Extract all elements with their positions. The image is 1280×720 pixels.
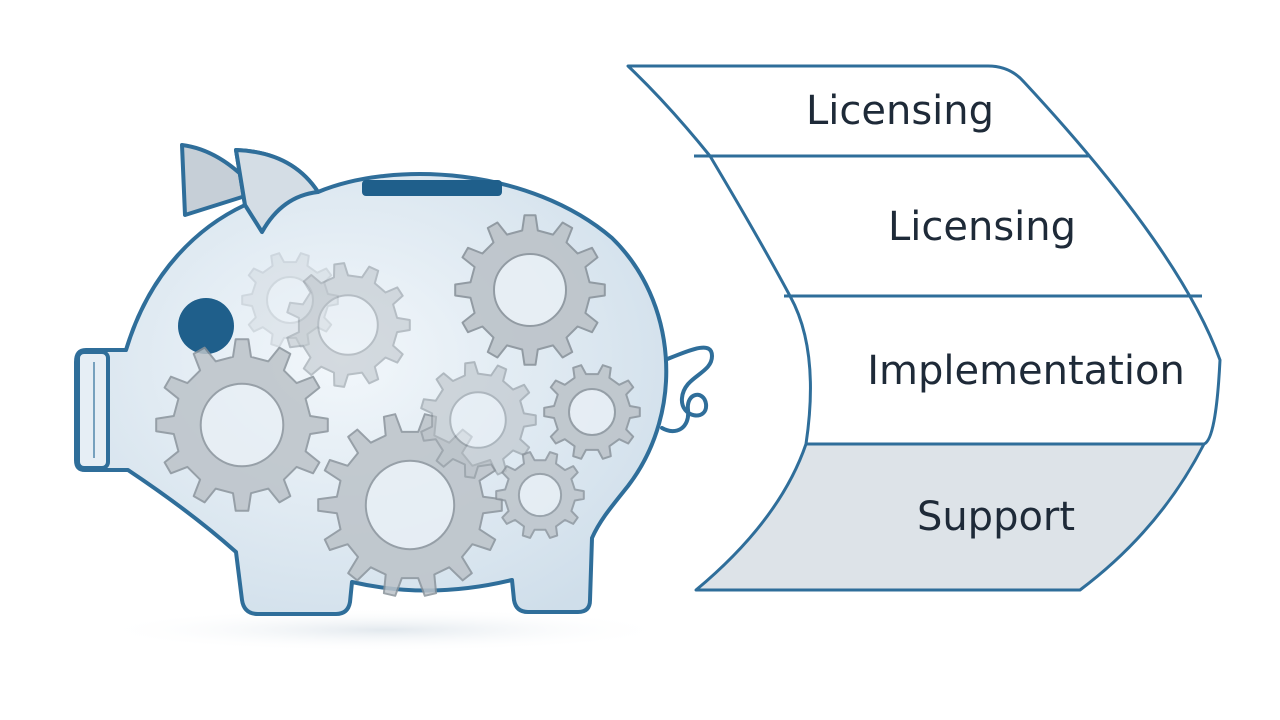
gear-hole [317, 294, 379, 356]
gear-icon [543, 364, 641, 460]
gear-icon [495, 451, 585, 539]
band-4-fill [696, 444, 1204, 590]
coin-slot [362, 180, 502, 196]
gear-hole [568, 388, 616, 436]
pig-front-ear [234, 148, 320, 234]
gear-hole [493, 253, 567, 327]
band-label-4: Support [917, 494, 1075, 540]
gear-teeth [241, 252, 339, 348]
piggy-bank-icon [74, 143, 715, 616]
pig-eye [178, 298, 234, 354]
gear-hole [517, 472, 563, 518]
gears-group [155, 214, 641, 597]
gear-hole [449, 391, 507, 449]
gear-hole [199, 382, 285, 468]
gear-icon [241, 252, 339, 348]
band-label-2: Licensing [888, 204, 1076, 250]
gear-icon [286, 262, 411, 388]
gear-hole [266, 276, 314, 324]
gear-icon [420, 361, 537, 479]
band-label-3: Implementation [867, 348, 1185, 394]
gear-icon [155, 338, 329, 512]
pig-tail [660, 345, 715, 434]
pig-shadow [95, 608, 675, 652]
gear-icon [454, 214, 606, 366]
gear-hole [364, 459, 456, 551]
band-label-1: Licensing [806, 88, 994, 134]
band-outline [626, 64, 1222, 592]
cost-bands: Licensing Licensing Implementation Suppo… [626, 64, 1222, 592]
